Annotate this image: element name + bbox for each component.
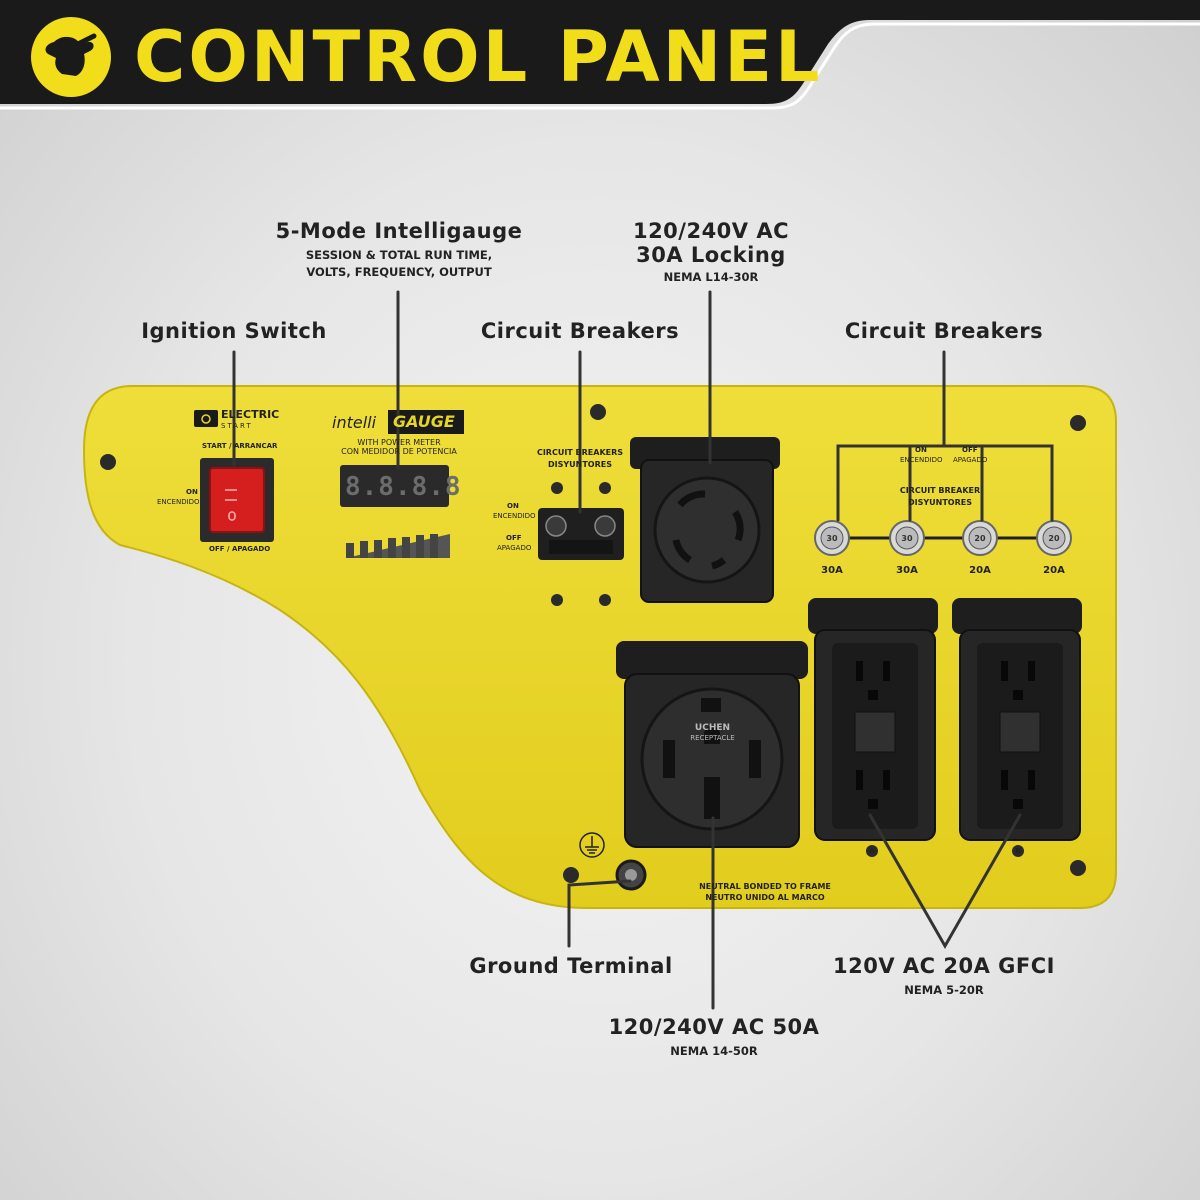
callout-ignition-switch: Ignition Switch bbox=[134, 319, 334, 343]
screw bbox=[563, 867, 579, 883]
intelligauge-sub-1: SESSION & TOTAL RUN TIME, bbox=[305, 248, 493, 262]
breaker-cap-4: 20 bbox=[1048, 534, 1060, 543]
gfci-sub: NEMA 5-20R bbox=[904, 983, 984, 997]
gfci-a-lid bbox=[808, 598, 938, 634]
banner-title: CONTROL PANEL bbox=[134, 16, 823, 98]
gauge-bars bbox=[346, 534, 450, 558]
screw bbox=[1070, 415, 1086, 431]
rcb-label: CIRCUIT BREAKER bbox=[899, 486, 981, 495]
gauge-label: GAUGE bbox=[393, 412, 455, 431]
screw bbox=[1070, 860, 1086, 876]
power-meter-label: WITH POWER METER bbox=[357, 438, 441, 447]
power-meter-es-label: CON MEDIDOR DE POTENCIA bbox=[341, 447, 457, 456]
callout-lines bbox=[232, 290, 1054, 1010]
intelligauge-title: 5-Mode Intelligauge bbox=[275, 219, 523, 243]
locking-30a-line-2: 30A Locking bbox=[636, 243, 786, 267]
callout-locking-30a: 120/240V AC 30A Locking NEMA L14-30R bbox=[586, 219, 836, 286]
callout-gfci: 120V AC 20A GFCI NEMA 5-20R bbox=[824, 954, 1064, 999]
rcb-apagado-label: APAGADO bbox=[953, 456, 988, 464]
callout-intelligauge: 5-Mode Intelligauge SESSION & TOTAL RUN … bbox=[249, 219, 549, 281]
ground-title: Ground Terminal bbox=[469, 954, 673, 978]
breakers-right-title: Circuit Breakers bbox=[844, 319, 1044, 343]
breaker-cap-1: 30 bbox=[826, 534, 838, 543]
rcb-off-label: OFF bbox=[962, 446, 978, 454]
callout-breakers-right: Circuit Breakers bbox=[834, 319, 1054, 343]
receptacle-brand: UCHEN bbox=[694, 723, 731, 733]
banner-bar bbox=[0, 0, 1200, 110]
ground-symbol-circle bbox=[579, 832, 605, 858]
screw bbox=[590, 404, 606, 420]
gauge-logo-box bbox=[388, 410, 464, 434]
start-label: START bbox=[221, 422, 253, 430]
gauge-display bbox=[340, 465, 449, 507]
cb-on-label: ON bbox=[507, 502, 519, 510]
battery-icon bbox=[194, 410, 218, 427]
cb-encendido-label: ENCENDIDO bbox=[493, 512, 536, 520]
electric-label: ELECTRIC bbox=[221, 408, 280, 421]
screw bbox=[100, 454, 116, 470]
outlet-a-label: A bbox=[869, 847, 875, 855]
rcb-es-label: DISYUNTORES bbox=[907, 498, 972, 507]
locking-30a-line-1: 120/240V AC bbox=[632, 219, 790, 243]
on-label: ON bbox=[186, 488, 198, 496]
outlet-50a-title: 120/240V AC 50A bbox=[608, 1015, 820, 1039]
neutral-bonded-label: NEUTRAL BONDED TO FRAME bbox=[699, 882, 831, 891]
callout-ground-terminal: Ground Terminal bbox=[466, 954, 676, 978]
cb-es-label: DISYUNTORES bbox=[547, 460, 612, 469]
callout-breakers-left: Circuit Breakers bbox=[470, 319, 690, 343]
header-banner: CONTROL PANEL bbox=[0, 0, 1200, 120]
outlet-b-label: B bbox=[1015, 847, 1021, 855]
gfci-title: 120V AC 20A GFCI bbox=[833, 954, 1055, 978]
gauge-readout: 8.8.8.8 bbox=[345, 472, 462, 502]
intelli-label: intelli bbox=[332, 413, 377, 432]
gfci-b-lid bbox=[952, 598, 1082, 634]
outlet-50a-sub: NEMA 14-50R bbox=[670, 1044, 758, 1058]
off-es-label: OFF / APAGADO bbox=[209, 545, 271, 553]
rcb-encendido-label: ENCENDIDO bbox=[900, 456, 943, 464]
breaker-rating-4: 20A bbox=[1043, 565, 1065, 576]
plug-hand-icon bbox=[31, 17, 111, 97]
cb-label: CIRCUIT BREAKERS bbox=[536, 448, 624, 457]
start-es-label: START / ARRANCAR bbox=[202, 442, 278, 450]
breaker-rating-1: 30A bbox=[821, 565, 843, 576]
neutral-bonded-es-label: NEUTRO UNIDO AL MARCO bbox=[705, 893, 825, 902]
breakers-left-title: Circuit Breakers bbox=[480, 319, 680, 343]
right-breakers bbox=[814, 520, 1072, 556]
outlet-50a-lid bbox=[616, 641, 808, 679]
cb-off-label: OFF bbox=[506, 534, 522, 542]
callout-50a-outlet: 120/240V AC 50A NEMA 14-50R bbox=[594, 1015, 834, 1060]
breaker-rating-2: 30A bbox=[896, 565, 918, 576]
breaker-cap-2: 30 bbox=[901, 534, 913, 543]
encendido-label: ENCENDIDO bbox=[157, 498, 200, 506]
breaker-cap-3: 20 bbox=[974, 534, 986, 543]
rcb-on-label: ON bbox=[915, 446, 927, 454]
receptacle-word: RECEPTACLE bbox=[690, 734, 735, 742]
ignition-title: Ignition Switch bbox=[141, 319, 327, 343]
locking-30a-sub: NEMA L14-30R bbox=[663, 270, 759, 284]
cb-apagado-label: APAGADO bbox=[497, 544, 532, 552]
breaker-rating-3: 20A bbox=[969, 565, 991, 576]
intelligauge-sub-2: VOLTS, FREQUENCY, OUTPUT bbox=[306, 265, 492, 279]
